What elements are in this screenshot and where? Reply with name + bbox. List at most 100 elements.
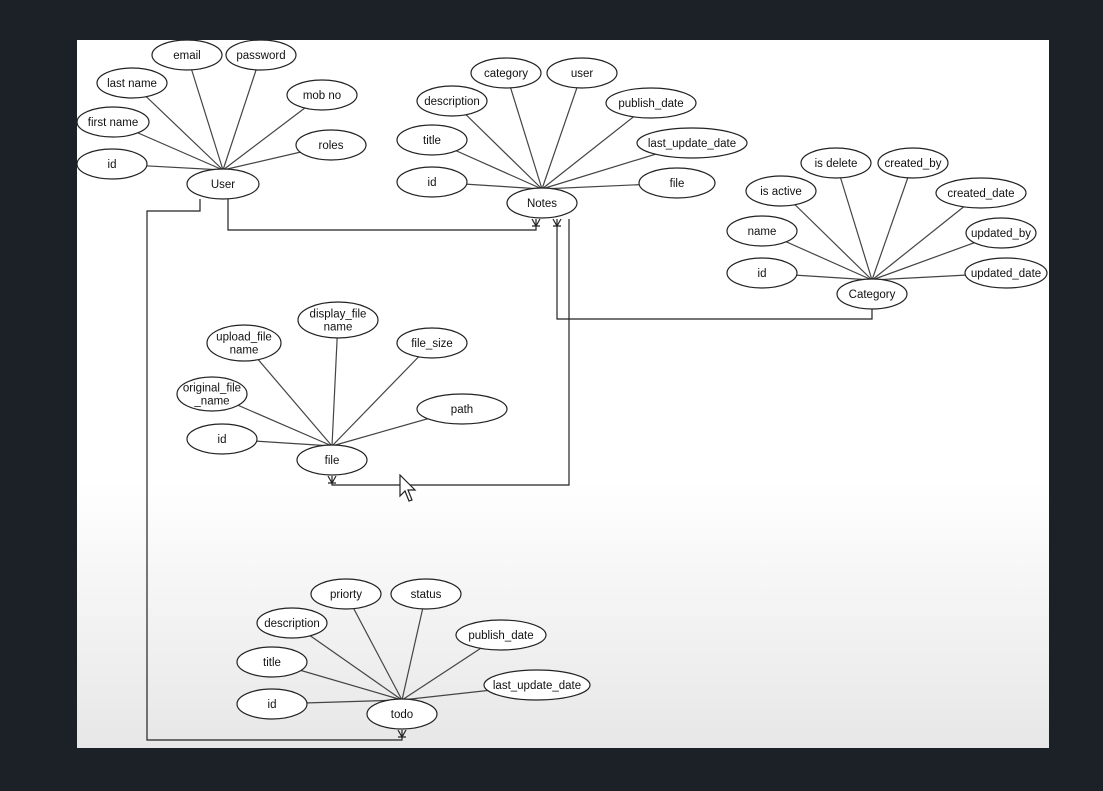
attr-category-id: id <box>726 257 798 289</box>
attr-file-display-file-name-label-2: name <box>324 322 353 334</box>
attr-file-original-file-name: original_file_name <box>176 376 248 412</box>
attr-todo-description: description <box>256 607 328 639</box>
attr-notes-publish-date: publish_date <box>605 87 697 119</box>
entity-category: Category <box>836 278 908 310</box>
attr-todo-last-update-date-shape <box>483 669 591 701</box>
attr-user-first-name-shape <box>77 106 150 138</box>
attr-todo-publish-date-label: publish_date <box>468 630 533 642</box>
link-category-is-active <box>780 190 873 281</box>
attr-category-is-delete: is delete <box>800 147 872 179</box>
attr-category-is-active-shape <box>745 175 817 207</box>
attr-file-id: id <box>186 423 258 455</box>
attr-user-email: email <box>151 40 223 71</box>
link-file-display-file-name <box>331 319 339 447</box>
attr-todo-description-label: description <box>264 618 320 630</box>
attr-category-is-active: is active <box>745 175 817 207</box>
attr-notes-user: user <box>546 57 618 89</box>
attr-todo-title-shape <box>236 646 308 678</box>
link-category-is-delete <box>835 162 873 281</box>
link-notes-category <box>505 72 543 190</box>
entity-notes-label: Notes <box>527 198 557 210</box>
attr-todo-priorty: priorty <box>310 578 382 610</box>
attr-file-display-file-name-label-1: display_file <box>310 309 367 321</box>
link-user-password <box>222 54 262 171</box>
attr-todo-last-update-date: last_update_date <box>483 669 591 701</box>
relationship-category-notes <box>552 218 873 320</box>
attr-user-first-name-label: first name <box>88 117 139 129</box>
relationship-user-todo <box>146 199 407 741</box>
relationship-user-notes-line <box>227 199 537 231</box>
attr-file-upload-file-name-shape <box>206 324 282 362</box>
attr-user-id-shape <box>77 148 148 180</box>
attr-todo-publish-date-shape <box>455 619 547 651</box>
attr-user-mob-no-shape <box>286 79 358 111</box>
attr-user-id-label: id <box>108 159 117 171</box>
attr-user-last-name-shape <box>96 67 168 99</box>
attr-notes-title-shape <box>396 124 468 156</box>
attr-user-password-shape <box>225 40 297 71</box>
attribute-links <box>111 54 1007 705</box>
entity-file-shape <box>296 444 368 476</box>
attr-file-id-shape <box>186 423 258 455</box>
mouse-pointer-icon <box>399 474 417 502</box>
relationship-category-notes-crows-foot <box>552 218 562 228</box>
attr-user-password: password <box>225 40 297 71</box>
attr-user-roles: roles <box>295 129 367 161</box>
attr-notes-id: id <box>396 166 468 198</box>
attr-notes-id-label: id <box>428 177 437 189</box>
attr-category-name-label: name <box>748 226 777 238</box>
attr-notes-last-update-date-shape <box>636 127 748 159</box>
attr-notes-user-shape <box>546 57 618 89</box>
entity-category-label: Category <box>849 289 896 301</box>
attr-notes-description: description <box>416 85 488 117</box>
relationship-user-todo-line <box>146 199 403 741</box>
attr-notes-last-update-date: last_update_date <box>636 127 748 159</box>
attr-todo-status: status <box>390 578 462 610</box>
attr-user-roles-shape <box>295 129 367 161</box>
link-user-email <box>186 54 224 171</box>
attr-category-name-shape <box>726 215 798 247</box>
attr-category-created-by-shape <box>877 147 949 179</box>
attr-category-updated-by-shape <box>965 217 1037 249</box>
attr-category-created-by-label: created_by <box>885 158 942 170</box>
attr-user-mob-no-label: mob no <box>303 90 341 102</box>
attr-notes-category-shape <box>470 57 542 89</box>
attr-category-created-date: created_date <box>935 177 1027 209</box>
entity-user-shape <box>186 168 260 200</box>
attr-file-file-size: file_size <box>396 327 468 359</box>
attr-user-first-name: first name <box>77 106 150 138</box>
attr-category-updated-date: updated_date <box>964 257 1048 289</box>
attr-category-created-date-label: created_date <box>947 188 1014 200</box>
attr-notes-category: category <box>470 57 542 89</box>
attr-file-original-file-name-label-2: _name <box>193 396 229 408</box>
attr-file-upload-file-name-label-2: name <box>230 345 259 357</box>
attr-category-updated-date-shape <box>964 257 1048 289</box>
entity-file: file <box>296 444 368 476</box>
attr-todo-id: id <box>236 688 308 720</box>
attr-user-last-name-label: last name <box>107 78 157 90</box>
attr-todo-status-shape <box>390 578 462 610</box>
attr-notes-title-label: title <box>423 135 441 147</box>
attr-notes-description-shape <box>416 85 488 117</box>
attr-category-created-date-shape <box>935 177 1027 209</box>
entity-todo-label: todo <box>391 709 413 721</box>
attr-todo-publish-date: publish_date <box>455 619 547 651</box>
attr-todo-status-label: status <box>411 589 442 601</box>
attr-category-is-delete-shape <box>800 147 872 179</box>
attr-notes-user-label: user <box>571 68 594 80</box>
entity-notes: Notes <box>506 187 578 219</box>
attr-file-path: path <box>416 393 508 425</box>
attr-category-is-active-label: is active <box>760 186 802 198</box>
relationship-category-notes-line <box>556 219 873 320</box>
attr-user-mob-no: mob no <box>286 79 358 111</box>
attr-todo-priorty-shape <box>310 578 382 610</box>
attr-notes-publish-date-shape <box>605 87 697 119</box>
attr-notes-description-label: description <box>424 96 480 108</box>
entity-notes-shape <box>506 187 578 219</box>
attr-notes-file: file <box>638 167 716 199</box>
attr-user-id: id <box>77 148 148 180</box>
attr-user-roles-label: roles <box>319 140 344 152</box>
